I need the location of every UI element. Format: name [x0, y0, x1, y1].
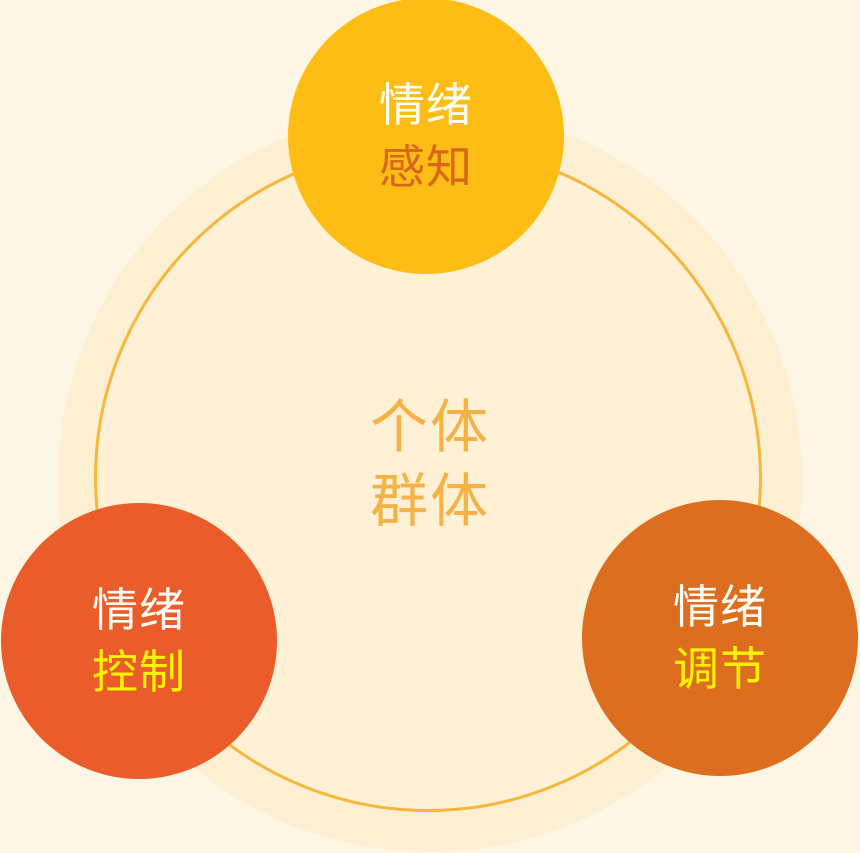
node-top-line-1: 情绪: [379, 78, 473, 132]
node-left-line-1: 情绪: [92, 583, 186, 637]
node-right-line-1: 情绪: [673, 580, 767, 634]
node-top-line-2: 感知: [379, 140, 473, 194]
node-emotion-regulation: 情绪 调节: [582, 500, 858, 776]
node-emotion-control: 情绪 控制: [1, 503, 277, 779]
center-label: 个体 群体: [330, 390, 530, 538]
node-left-line-2: 控制: [92, 645, 186, 699]
center-label-line-2: 群体: [369, 467, 490, 535]
node-right-line-2: 调节: [673, 642, 767, 696]
center-label-line-1: 个体: [369, 393, 490, 461]
node-emotion-perception: 情绪 感知: [288, 0, 564, 274]
